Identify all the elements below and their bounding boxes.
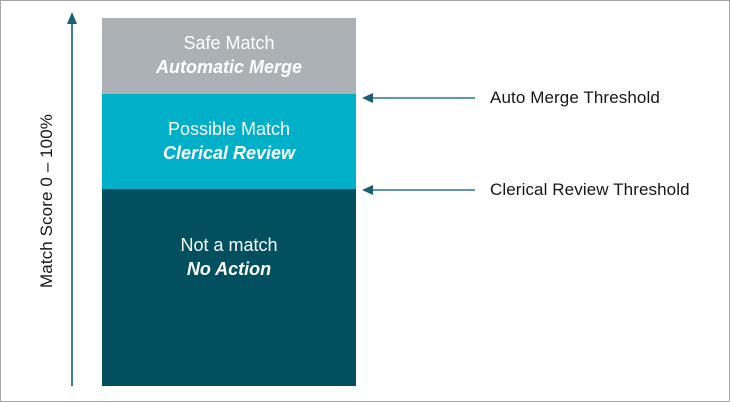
- callout-auto-merge-threshold: Auto Merge Threshold: [361, 86, 660, 110]
- band-not-a-match: Not a match No Action: [102, 189, 356, 386]
- left-arrow-icon: [362, 185, 475, 195]
- match-score-stacked-bar: Safe Match Automatic Merge Possible Matc…: [102, 18, 356, 386]
- band-not-a-match-title: Not a match: [180, 235, 278, 255]
- band-not-a-match-action: No Action: [186, 259, 272, 279]
- band-safe-match-title: Safe Match: [183, 32, 275, 53]
- band-possible-match-action: Clerical Review: [162, 142, 296, 163]
- band-possible-match-title: Possible Match: [167, 118, 291, 139]
- callout-auto-merge-threshold-label: Auto Merge Threshold: [490, 88, 660, 107]
- left-arrow-icon: [362, 93, 475, 103]
- y-axis-label: Match Score 0 – 100%: [37, 114, 56, 288]
- band-safe-match-action: Automatic Merge: [155, 56, 303, 77]
- y-axis-group: Match Score 0 – 100%: [1, 1, 101, 401]
- callout-clerical-review-threshold: Clerical Review Threshold: [361, 178, 690, 202]
- callout-clerical-review-threshold-label: Clerical Review Threshold: [490, 180, 690, 199]
- band-possible-match: Possible Match Clerical Review: [102, 94, 356, 189]
- up-arrow-icon: [67, 12, 77, 386]
- band-safe-match: Safe Match Automatic Merge: [102, 18, 356, 94]
